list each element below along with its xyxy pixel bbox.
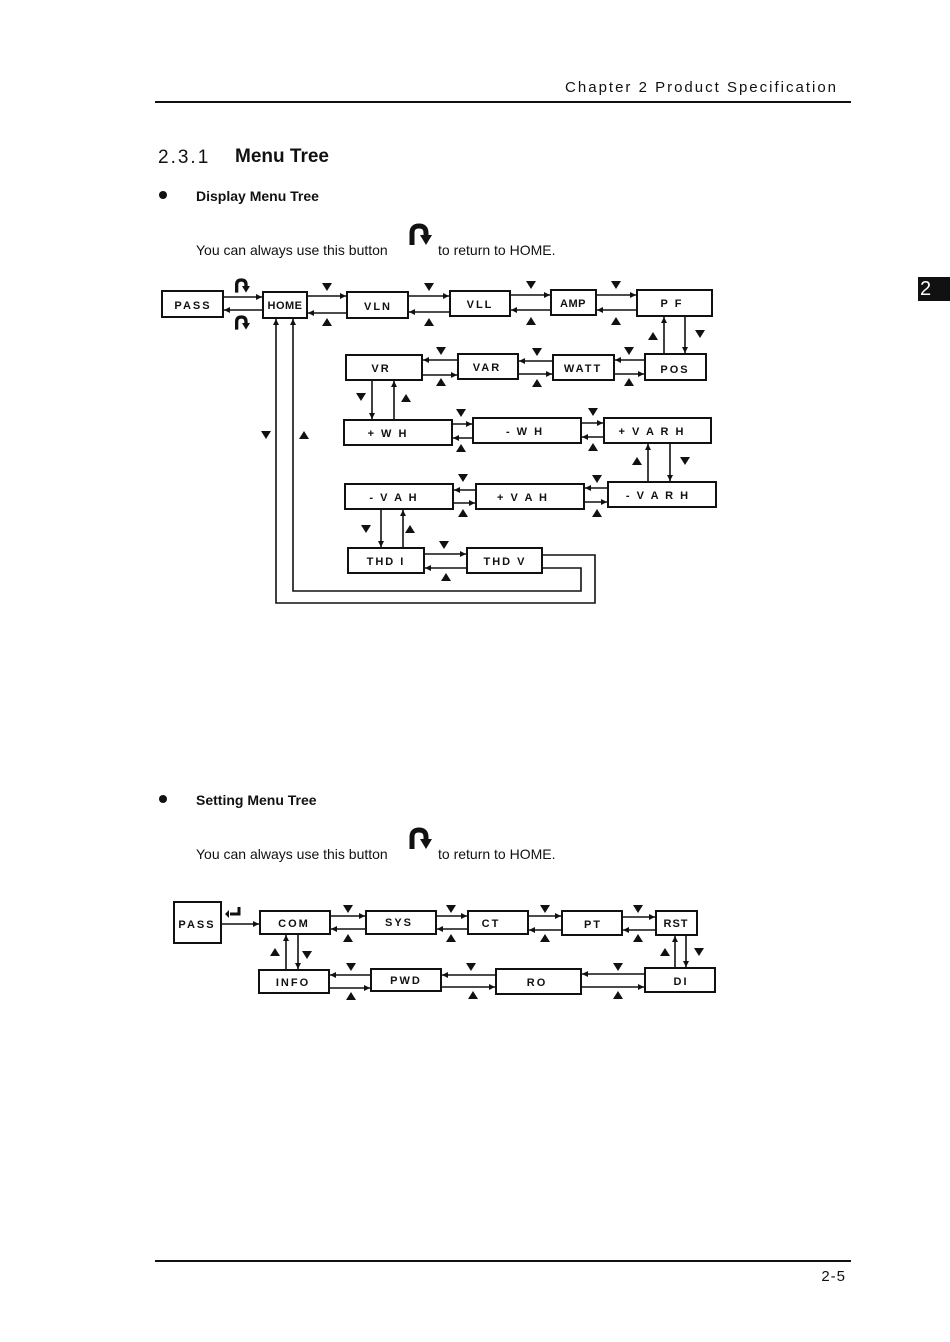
- display-note-text-after: to return to HOME.: [438, 242, 556, 258]
- return-home-icon: [412, 830, 432, 849]
- setting-node-info: [258, 969, 330, 994]
- node-vll: [449, 290, 511, 317]
- label-pvarh: + V A R H: [618, 426, 685, 438]
- setting-label-com: COM: [278, 918, 310, 930]
- setting-node-com: [259, 910, 331, 935]
- node-pf: [636, 289, 713, 317]
- node-mvarh: [607, 481, 717, 508]
- setting-triangle-markers: [270, 905, 704, 1000]
- node-mwh: [472, 417, 582, 444]
- bullet-icon: [159, 191, 167, 199]
- setting-node-pwd: [370, 968, 442, 992]
- label-thdi: THD I: [367, 556, 406, 568]
- node-thdi: [347, 547, 425, 574]
- display-note-text: You can always use this button: [196, 242, 388, 258]
- setting-note-text: You can always use this button: [196, 846, 388, 862]
- setting-label-pwd: PWD: [390, 975, 422, 987]
- setting-node-ro: [495, 968, 582, 995]
- return-home-icon: [235, 278, 250, 294]
- label-mvarh: - V A R H: [626, 490, 690, 502]
- label-amp: AMP: [560, 298, 586, 310]
- setting-label-pt: PT: [584, 919, 602, 931]
- node-thdv: [466, 547, 543, 574]
- chapter-tab: 2: [918, 277, 950, 301]
- setting-label-ro: RO: [527, 977, 548, 989]
- label-pf: P F: [661, 298, 684, 310]
- section-title: Menu Tree: [235, 146, 329, 167]
- setting-label-pass: PASS: [178, 919, 215, 931]
- label-vr: VR: [371, 363, 390, 375]
- node-watt: [552, 354, 615, 381]
- setting-label-info: INFO: [276, 977, 310, 989]
- setting-node-pass: [173, 901, 222, 944]
- label-vln: VLN: [364, 301, 392, 313]
- node-pos: [644, 353, 707, 381]
- node-amp: [550, 289, 597, 316]
- triangle-markers: [261, 281, 705, 581]
- label-pvah: + V A H: [497, 492, 549, 504]
- setting-label-ct: CT: [482, 918, 501, 930]
- node-mvah: [344, 483, 454, 510]
- label-pos: POS: [660, 364, 689, 376]
- setting-label-sys: SYS: [385, 917, 413, 929]
- node-vln: [346, 291, 409, 319]
- node-vr: [345, 354, 423, 381]
- label-home: HOME: [268, 300, 303, 312]
- return-home-icon: [412, 226, 432, 245]
- label-thdv: THD V: [484, 556, 527, 568]
- setting-node-ct: [467, 910, 529, 935]
- enter-key-icon: [230, 907, 241, 916]
- setting-node-sys: [365, 910, 437, 935]
- footer-rule: [155, 1260, 851, 1262]
- setting-node-pt: [561, 910, 623, 936]
- node-pvah: [475, 483, 585, 510]
- node-pass: [161, 290, 224, 318]
- bullet-icon: [159, 795, 167, 803]
- setting-tree-heading: Setting Menu Tree: [196, 792, 317, 808]
- label-watt: WATT: [564, 363, 602, 375]
- return-home-icon: [235, 315, 250, 331]
- label-pwh: + W H: [368, 428, 409, 440]
- node-pwh: [343, 419, 453, 446]
- label-mvah: - V A H: [369, 492, 418, 504]
- label-vll: VLL: [467, 299, 494, 311]
- node-var: [457, 353, 519, 380]
- header-rule: [155, 101, 851, 103]
- node-home: [262, 291, 308, 319]
- setting-note-text-after: to return to HOME.: [438, 846, 556, 862]
- label-mwh: - W H: [506, 426, 544, 438]
- label-var: VAR: [473, 362, 501, 374]
- label-pass: PASS: [174, 300, 211, 312]
- setting-node-di: [644, 967, 716, 993]
- display-tree-heading: Display Menu Tree: [196, 188, 319, 204]
- section-number: 2.3.1: [158, 147, 211, 168]
- page-number: 2-5: [821, 1268, 846, 1285]
- running-header: Chapter 2 Product Specification: [565, 79, 838, 96]
- setting-label-di: DI: [674, 976, 689, 988]
- node-pvarh: [603, 417, 712, 444]
- setting-node-rst: [655, 910, 698, 936]
- setting-label-rst: RST: [664, 918, 689, 930]
